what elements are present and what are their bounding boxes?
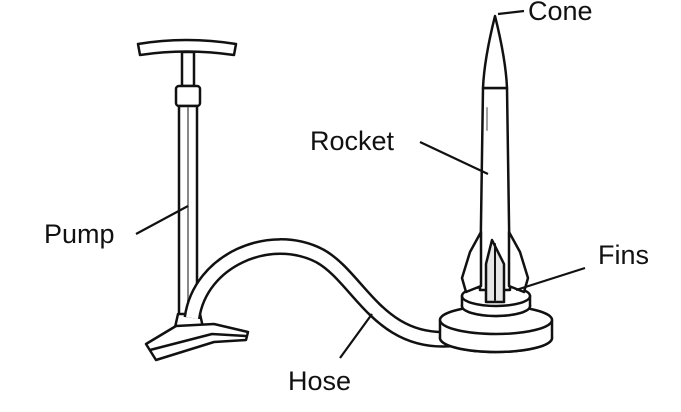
leader-rocket: [419, 141, 489, 175]
leader-pump: [135, 205, 189, 235]
hose: [183, 238, 462, 348]
leader-cone: [497, 9, 525, 16]
label-pump: Pump: [44, 219, 115, 249]
label-hose: Hose: [288, 366, 351, 396]
pump-foot: [144, 322, 250, 362]
leader-hose: [339, 313, 373, 359]
label-fins: Fins: [598, 240, 649, 270]
rocket-fin-right: [507, 230, 530, 294]
rocket-cone: [481, 14, 509, 90]
leader-fins: [515, 266, 586, 292]
pump-handle-stem: [180, 50, 196, 88]
rocket-fin-left: [460, 230, 483, 294]
rocket: [460, 14, 530, 304]
hose-tube-inner: [186, 240, 461, 346]
label-cone: Cone: [528, 0, 593, 26]
label-rocket: Rocket: [310, 126, 395, 156]
pump-handle: [136, 38, 238, 57]
pump-collar: [174, 84, 202, 108]
launch-base: [438, 284, 554, 354]
